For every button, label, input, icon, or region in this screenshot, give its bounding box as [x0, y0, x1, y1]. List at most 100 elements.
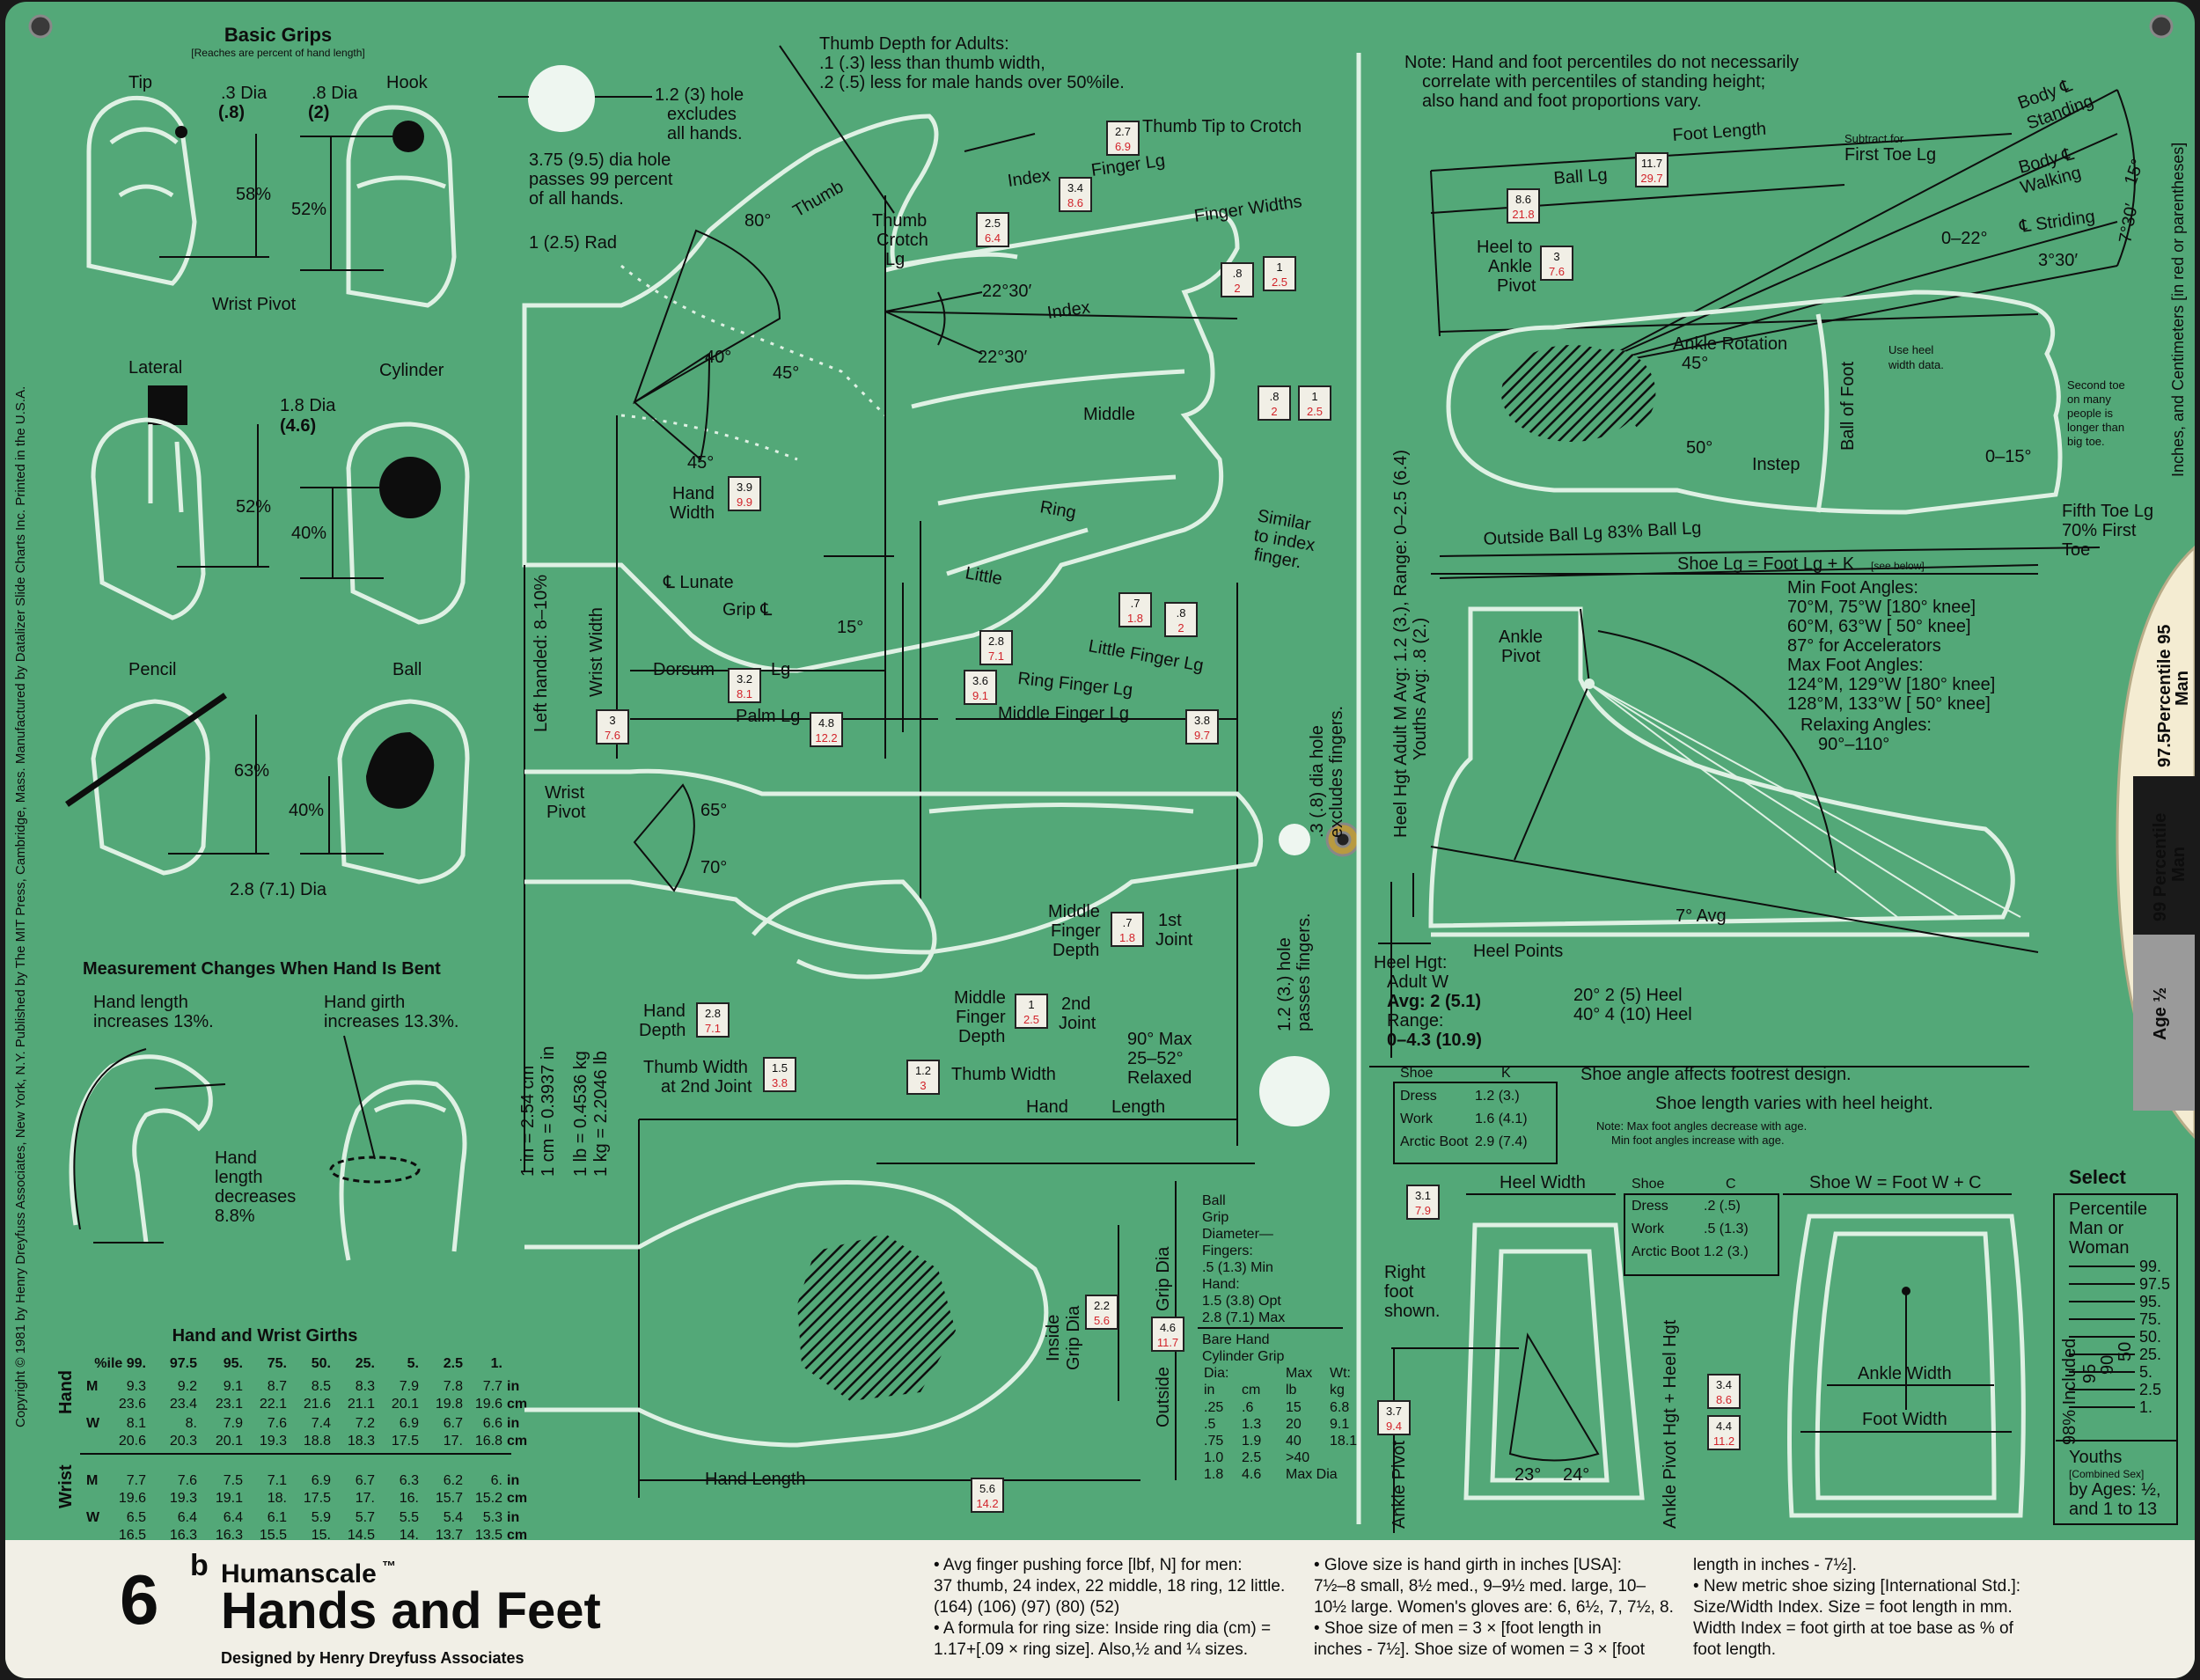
value-box-inch: 3.8 — [1194, 714, 1210, 727]
value-box-inch: 2.7 — [1115, 125, 1131, 138]
instep: Instep — [1752, 455, 1800, 474]
value-box-inch: 3.9 — [737, 481, 752, 494]
value-box-inch: 3.4 — [1067, 181, 1083, 194]
value-box-inch: .8 — [1270, 390, 1280, 403]
value-box — [763, 1057, 796, 1092]
cyl-cell: 20 — [1286, 1417, 1302, 1432]
girth-in-cell: 8.7 — [268, 1379, 287, 1394]
girth-in-cell: 6.1 — [268, 1510, 287, 1525]
value-box-cm: 7.9 — [1415, 1204, 1431, 1217]
girth-in-cell: 6.2 — [444, 1473, 463, 1488]
girth-cm-cell: 17. — [444, 1434, 463, 1449]
girth-in-cell: 6.7 — [356, 1473, 375, 1488]
k-value: 1.6 (4.1) — [1475, 1111, 1528, 1126]
girth-in-cell: 7.9 — [224, 1416, 243, 1431]
girth-unit-in: in — [507, 1379, 519, 1394]
cyl-cell: 4.6 — [1242, 1467, 1261, 1482]
value-box-inch: 3.2 — [737, 672, 752, 686]
heel-hatch — [1501, 345, 1642, 442]
tip-pct: 58% — [236, 185, 271, 204]
value-box-inch: 1 — [1028, 998, 1034, 1011]
cyl-cell: .5 — [1204, 1417, 1215, 1432]
k-head: K — [1501, 1066, 1511, 1081]
finger-widths: Finger Widths — [1193, 192, 1303, 226]
value-box-inch: 1.5 — [772, 1061, 788, 1075]
select-inc3: 90 — [2098, 1355, 2117, 1375]
bg6: Hand: — [1202, 1277, 1240, 1292]
outside-grip: Outside — [1154, 1367, 1173, 1427]
bottom-hand-outline — [524, 1180, 1049, 1448]
value-box — [1118, 592, 1152, 627]
value-box — [1406, 1185, 1440, 1220]
value-box-inch: 5.6 — [979, 1482, 995, 1495]
cyl-dia2: (4.6) — [280, 416, 316, 436]
value-box — [971, 1478, 1004, 1513]
girth-cm-cell: 22.1 — [260, 1397, 287, 1412]
diagram-canvas: Basic Grips [Reaches are percent of hand… — [13, 14, 2195, 1669]
girth-hand-label: Hand — [56, 1370, 76, 1414]
value-box-inch: 2.8 — [705, 1007, 721, 1020]
girth-cm-cell: 15.2 — [475, 1491, 502, 1506]
foot-lines — [1430, 89, 2136, 579]
value-box-cm: 3 — [920, 1079, 926, 1092]
hook-dia: .8 Dia — [312, 84, 358, 103]
second-toe-line: on many — [2067, 392, 2111, 406]
fifth3: Toe — [2062, 540, 2090, 560]
footer-line: • A formula for ring size: Inside ring d… — [934, 1619, 1271, 1638]
bent-girth1: Hand girth — [324, 993, 405, 1012]
conv1: 1 in = 2.54 cm — [518, 1066, 538, 1177]
girth-cm-cell: 17.5 — [304, 1491, 331, 1506]
girth-cm-cell: 18. — [268, 1491, 287, 1506]
cyl-cell: 1.3 — [1242, 1417, 1261, 1432]
value-boxes: 2.76.92.56.43.48.6.8212.5.8212.53.99.9.7… — [596, 121, 1741, 1513]
girth-cm-cell: 23.4 — [170, 1397, 197, 1412]
k-value: 2.9 (7.4) — [1475, 1134, 1528, 1149]
top-hand-dots — [620, 264, 887, 461]
tip-dia2: (.8) — [218, 103, 245, 122]
girth-in-cell: 7.5 — [224, 1473, 243, 1488]
value-box — [596, 709, 629, 745]
value-box-cm: 7.6 — [1549, 265, 1565, 278]
fifth2: 70% First — [2062, 521, 2137, 540]
hole-small2: excludes fingers. — [1327, 706, 1346, 838]
max90-2: 25–52° — [1127, 1049, 1184, 1068]
select-title: Select — [2069, 1166, 2126, 1188]
value-box — [1707, 1374, 1741, 1409]
top-hand-outline — [522, 114, 1240, 673]
value-box-inch: 1.2 — [915, 1064, 931, 1077]
footer-line: 37 thumb, 24 index, 22 middle, 18 ring, … — [934, 1577, 1285, 1596]
conv2: 1 cm = 0.3937 in — [539, 1046, 558, 1177]
select-inc2: 95 — [2080, 1364, 2100, 1383]
a22a: 22°30′ — [982, 282, 1031, 301]
ball-lg: Ball Lg — [1553, 165, 1609, 188]
cyl-cell: 2.5 — [1242, 1450, 1261, 1465]
cyl-head2: kg — [1330, 1383, 1345, 1398]
girth-in-cell: 5.9 — [312, 1510, 331, 1525]
avg7: 7° Avg — [1676, 906, 1727, 926]
girth-in-cell: 8.5 — [312, 1379, 331, 1394]
footer-line: 1.17+[.09 × ring size]. Also,½ and ¼ siz… — [934, 1640, 1248, 1659]
value-box-cm: 7.6 — [605, 729, 620, 742]
ball-of-foot: Ball of Foot — [1838, 361, 1858, 451]
ball-pct: 40% — [289, 801, 324, 820]
bent-hand-illustration — [69, 1054, 467, 1261]
value-box — [1258, 385, 1291, 421]
thumb-depth3: .2 (.5) less for male hands over 50%ile. — [819, 73, 1125, 92]
select-panel: Select Percentile Man or Woman 99.97.595… — [2053, 1166, 2178, 1525]
bent-dec4: 8.8% — [215, 1207, 255, 1226]
select-tick: 50. — [2139, 1328, 2161, 1346]
value-box — [1635, 152, 1668, 187]
value-box-inch: 2.5 — [985, 216, 1001, 230]
girth-header: 5. — [407, 1356, 419, 1371]
a330: 3°30′ — [2038, 251, 2078, 270]
k-shoe: Dress — [1400, 1089, 1437, 1104]
back-foot-outline — [1463, 1222, 1645, 1500]
pencil-pct: 63% — [234, 761, 269, 781]
value-box-inch: .7 — [1131, 597, 1140, 610]
foot-width: Foot Width — [1862, 1410, 1947, 1429]
cyl-cell: 6.8 — [1330, 1400, 1349, 1415]
length-label: Length — [1111, 1097, 1165, 1117]
striding: ℄ Striding — [2018, 207, 2096, 237]
